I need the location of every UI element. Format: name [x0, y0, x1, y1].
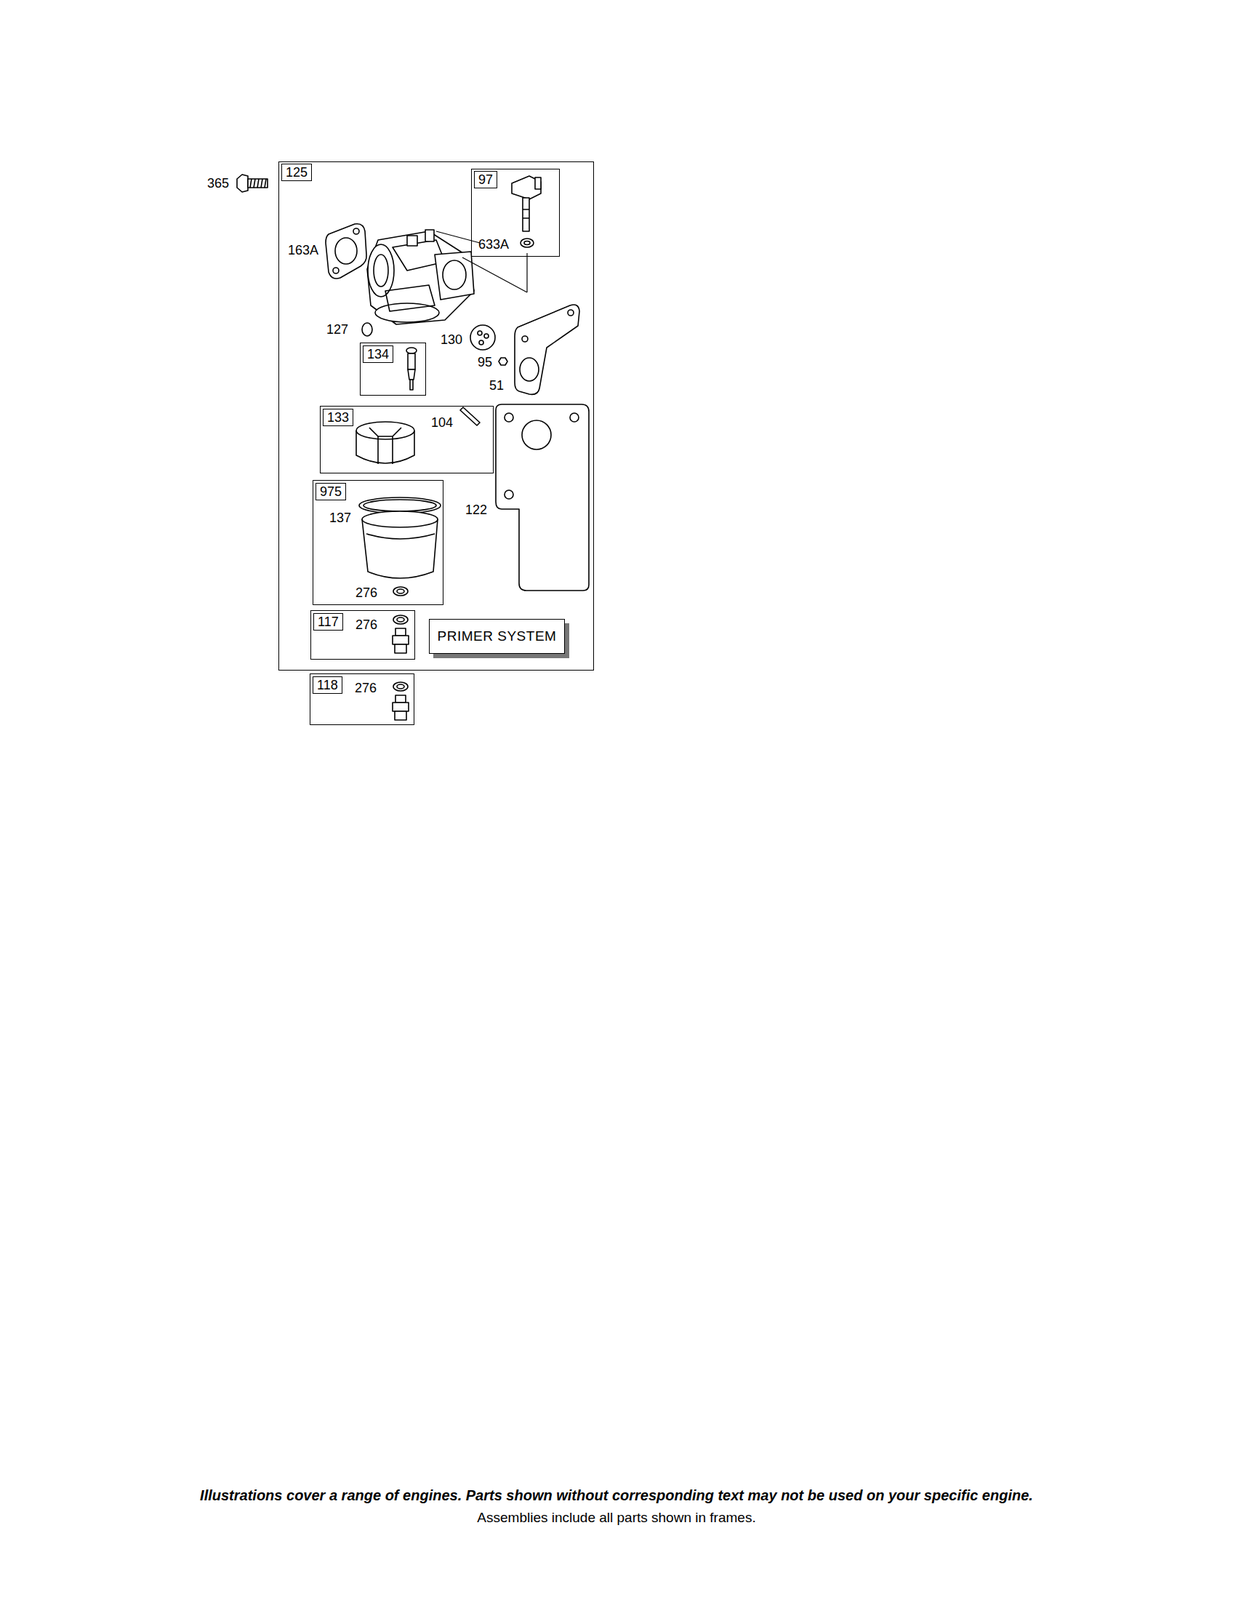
assembly-frame: 975 137 276 — [312, 479, 444, 605]
box-title: PRIMER SYSTEM — [437, 628, 557, 645]
footnote: Assemblies include all parts shown in fr… — [0, 1509, 1233, 1526]
o-ring — [362, 322, 373, 336]
frame-number: 134 — [362, 345, 394, 363]
float — [356, 421, 415, 464]
gasket — [514, 304, 580, 395]
callout-number: 51 — [489, 377, 504, 394]
assembly-frame: 134 — [359, 342, 427, 396]
callout-number: 122 — [465, 501, 488, 518]
callout-number: 95 — [477, 354, 493, 371]
callout-number: 276 — [355, 616, 378, 633]
assembly-frame: 118 276 — [309, 673, 415, 725]
label-box: PRIMER SYSTEM — [428, 618, 565, 654]
bowl-nut — [392, 615, 409, 653]
frame-number: 125 — [281, 163, 312, 182]
insulator-gasket — [495, 404, 589, 591]
assembly-frame: 133 104 — [319, 405, 494, 474]
callout-number: 276 — [354, 679, 377, 696]
assembly-frame: 117 276 — [310, 609, 416, 660]
assembly-frame: 97 633A — [471, 168, 560, 257]
callout-number: 163A — [287, 242, 319, 259]
callout-number: 633A — [478, 236, 509, 253]
gasket — [325, 223, 367, 279]
assembly-frame: 97 633A 134 133 104 975 137 276 117 276PRIMER SYS… — [278, 161, 594, 671]
diaphragm-plate — [470, 324, 496, 350]
callout-number: 130 — [440, 331, 463, 348]
screw — [237, 174, 268, 192]
float-pin — [460, 407, 480, 426]
screw — [498, 357, 508, 365]
frame-number: 97 — [474, 170, 498, 189]
float-bowl — [359, 497, 441, 596]
frame-number: 975 — [315, 482, 347, 501]
frame-number: 118 — [312, 676, 343, 694]
callout-number: 137 — [329, 509, 352, 526]
primer-bulb — [511, 175, 541, 248]
callout-number: 104 — [431, 414, 453, 431]
main-jet — [406, 347, 417, 390]
footnote: Illustrations cover a range of engines. … — [0, 1486, 1233, 1503]
leader-line — [436, 231, 528, 293]
bowl-nut — [392, 681, 409, 720]
callout-number: 276 — [355, 584, 378, 601]
frame-number: 133 — [322, 408, 354, 427]
callout-number: 127 — [326, 321, 349, 338]
callout-number: 365 — [207, 175, 230, 192]
carburetor — [367, 229, 475, 325]
frame-number: 117 — [313, 612, 344, 631]
